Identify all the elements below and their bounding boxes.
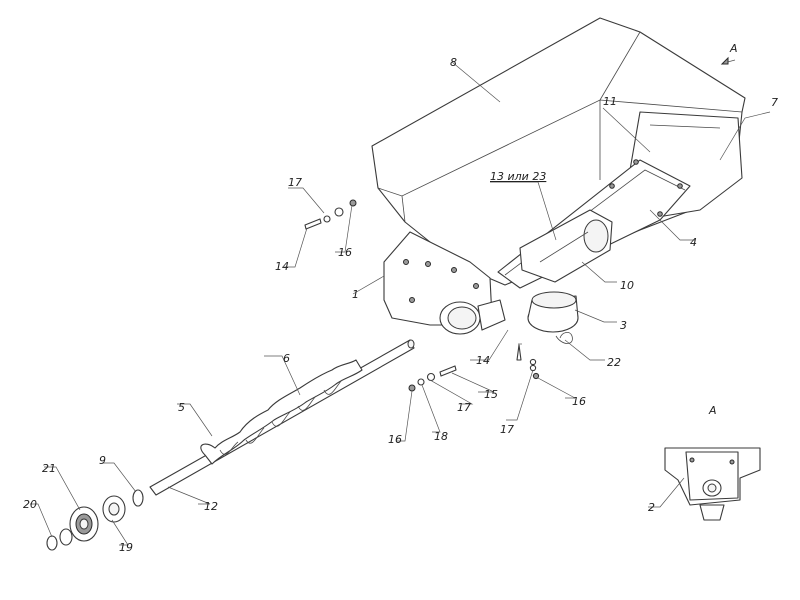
callout-6: 6 bbox=[283, 352, 290, 365]
fasteners-lower bbox=[408, 344, 540, 392]
detail-view-label: А bbox=[708, 404, 717, 417]
callout-2: 2 bbox=[648, 501, 655, 514]
callout-5: 5 bbox=[178, 401, 185, 414]
callout-19: 19 bbox=[119, 541, 133, 554]
motor-cover bbox=[527, 291, 579, 333]
bearing-assembly bbox=[46, 489, 144, 551]
callout-18: 18 bbox=[434, 430, 448, 443]
callout-16-upper: 16 bbox=[338, 246, 352, 259]
ring-20a bbox=[59, 528, 73, 546]
snap-ring-9 bbox=[132, 489, 144, 507]
callout-13-23: 13 или 23 bbox=[490, 170, 546, 183]
auger-flights bbox=[200, 359, 363, 465]
callout-9: 9 bbox=[99, 454, 106, 467]
callout-16-lower: 16 bbox=[388, 433, 402, 446]
callout-1: 1 bbox=[352, 288, 359, 301]
callout-7: 7 bbox=[771, 96, 778, 109]
callout-17-middle: 17 bbox=[457, 401, 471, 414]
callout-11: 11 bbox=[603, 95, 617, 108]
callout-14-upper: 14 bbox=[275, 260, 289, 273]
callout-3: 3 bbox=[620, 319, 627, 332]
detail-view-a bbox=[664, 447, 761, 521]
callout-15: 15 bbox=[484, 388, 498, 401]
callout-12: 12 bbox=[204, 500, 218, 513]
leader-lines bbox=[30, 61, 771, 546]
view-arrow-a: А bbox=[720, 42, 738, 65]
callouts: 8 11 7 13 или 23 4 10 3 22 1 17 16 14 6 … bbox=[23, 56, 778, 554]
callout-8: 8 bbox=[450, 56, 457, 69]
callout-21: 21 bbox=[42, 462, 56, 475]
callout-17-upper: 17 bbox=[288, 176, 302, 189]
lock-pin bbox=[555, 332, 573, 344]
view-arrow-label: А bbox=[729, 42, 738, 55]
callout-4: 4 bbox=[690, 236, 697, 249]
auger-shaft bbox=[149, 339, 415, 496]
callout-10: 10 bbox=[620, 279, 634, 292]
auger-outlet-tube bbox=[439, 299, 506, 335]
callout-16-right: 16 bbox=[572, 395, 586, 408]
side-flange-plate bbox=[383, 231, 493, 326]
callout-22: 22 bbox=[607, 356, 621, 369]
drive-bracket bbox=[519, 209, 613, 283]
ring-20b bbox=[46, 535, 58, 551]
callout-17-lower: 17 bbox=[500, 423, 514, 436]
callout-20: 20 bbox=[23, 498, 37, 511]
fasteners-upper bbox=[304, 199, 357, 230]
callout-14-lower: 14 bbox=[476, 354, 490, 367]
